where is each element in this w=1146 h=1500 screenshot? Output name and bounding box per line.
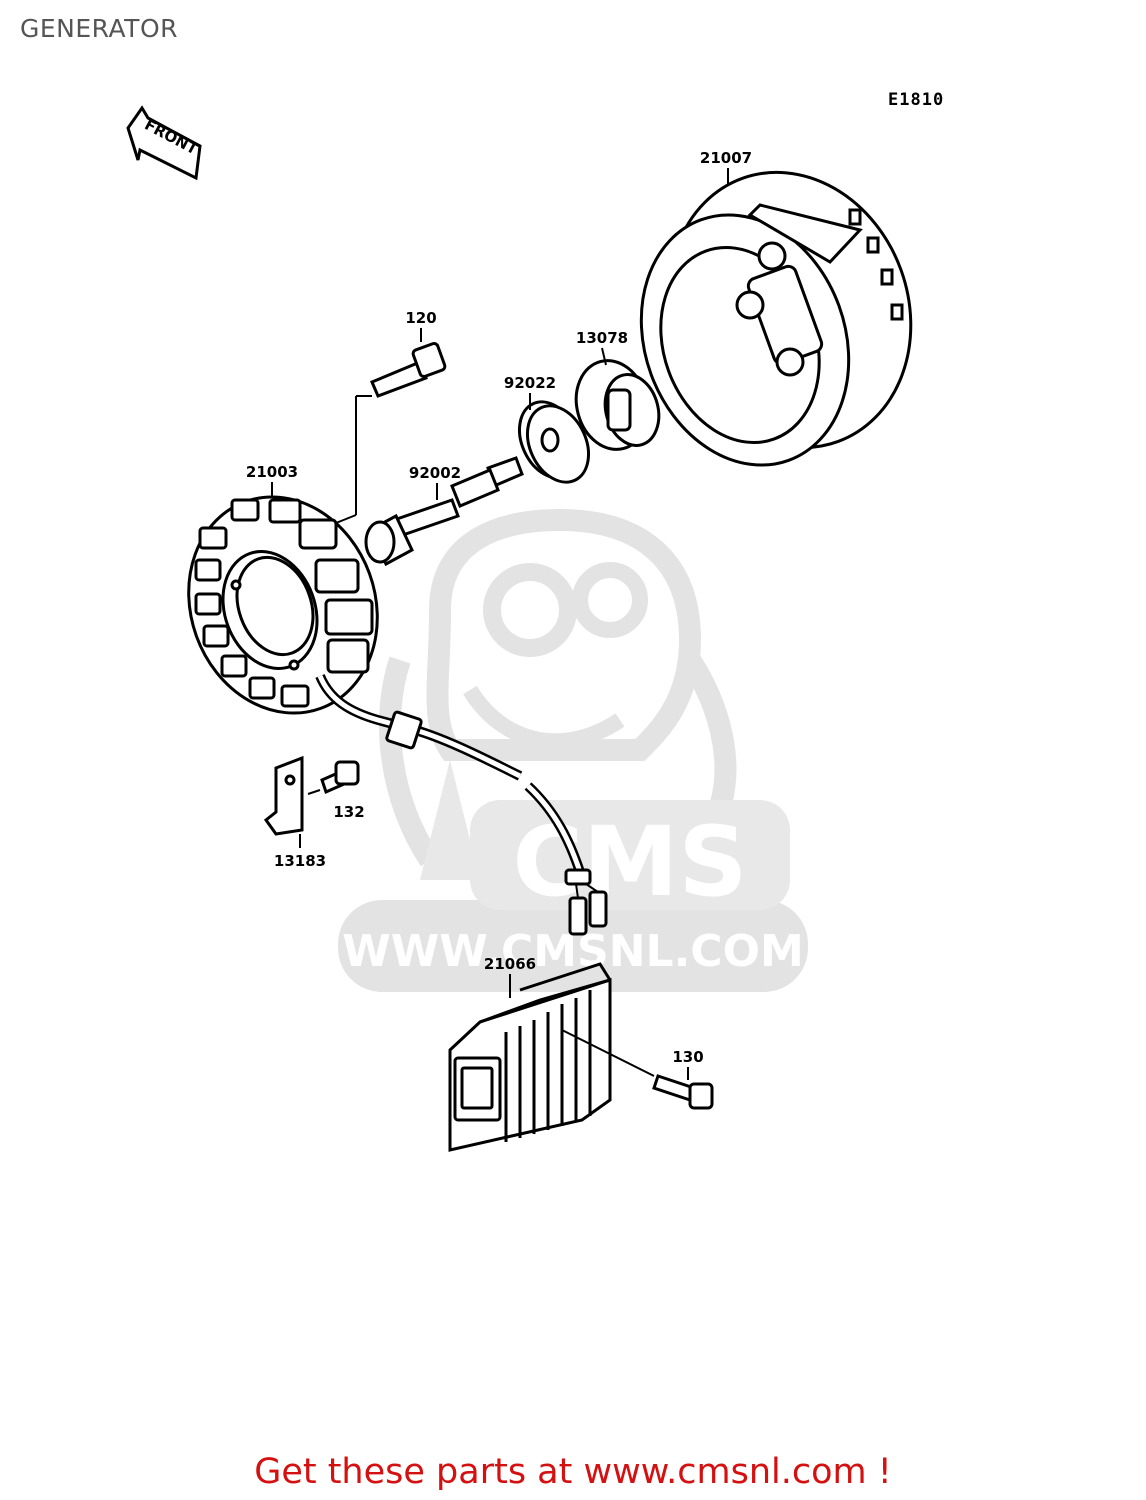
regulator-21066 [448, 962, 612, 1152]
bolt-130 [652, 1074, 714, 1110]
label-21007: 21007 [700, 149, 752, 167]
label-13078: 13078 [576, 329, 628, 347]
wire-harness-connector [524, 782, 608, 936]
label-21066: 21066 [484, 955, 536, 973]
starter-gear-13078 [574, 359, 661, 451]
bolt-120 [370, 342, 447, 398]
diagram-code: E1810 [888, 90, 945, 110]
front-arrow: FRONT [126, 105, 202, 181]
bolt-92002 [364, 456, 524, 567]
flywheel-rotor [639, 170, 913, 467]
stator-21003 [187, 495, 523, 781]
label-21003: 21003 [246, 463, 298, 481]
label-130: 130 [672, 1048, 703, 1066]
label-13183: 13183 [274, 852, 326, 870]
watermark: CMS WWW.CMSNL.COM [338, 508, 808, 992]
clamp-13183 [263, 755, 304, 836]
label-92002: 92002 [409, 464, 461, 482]
bolt-132 [320, 760, 360, 795]
page-title: GENERATOR [20, 14, 179, 43]
label-92022: 92022 [504, 374, 556, 392]
footer-promo[interactable]: Get these parts at www.cmsnl.com ! [254, 1452, 892, 1492]
label-132: 132 [333, 803, 364, 821]
label-120: 120 [405, 309, 436, 327]
washer-92022 [518, 400, 590, 484]
watermark-logo-text: CMS [512, 806, 747, 918]
